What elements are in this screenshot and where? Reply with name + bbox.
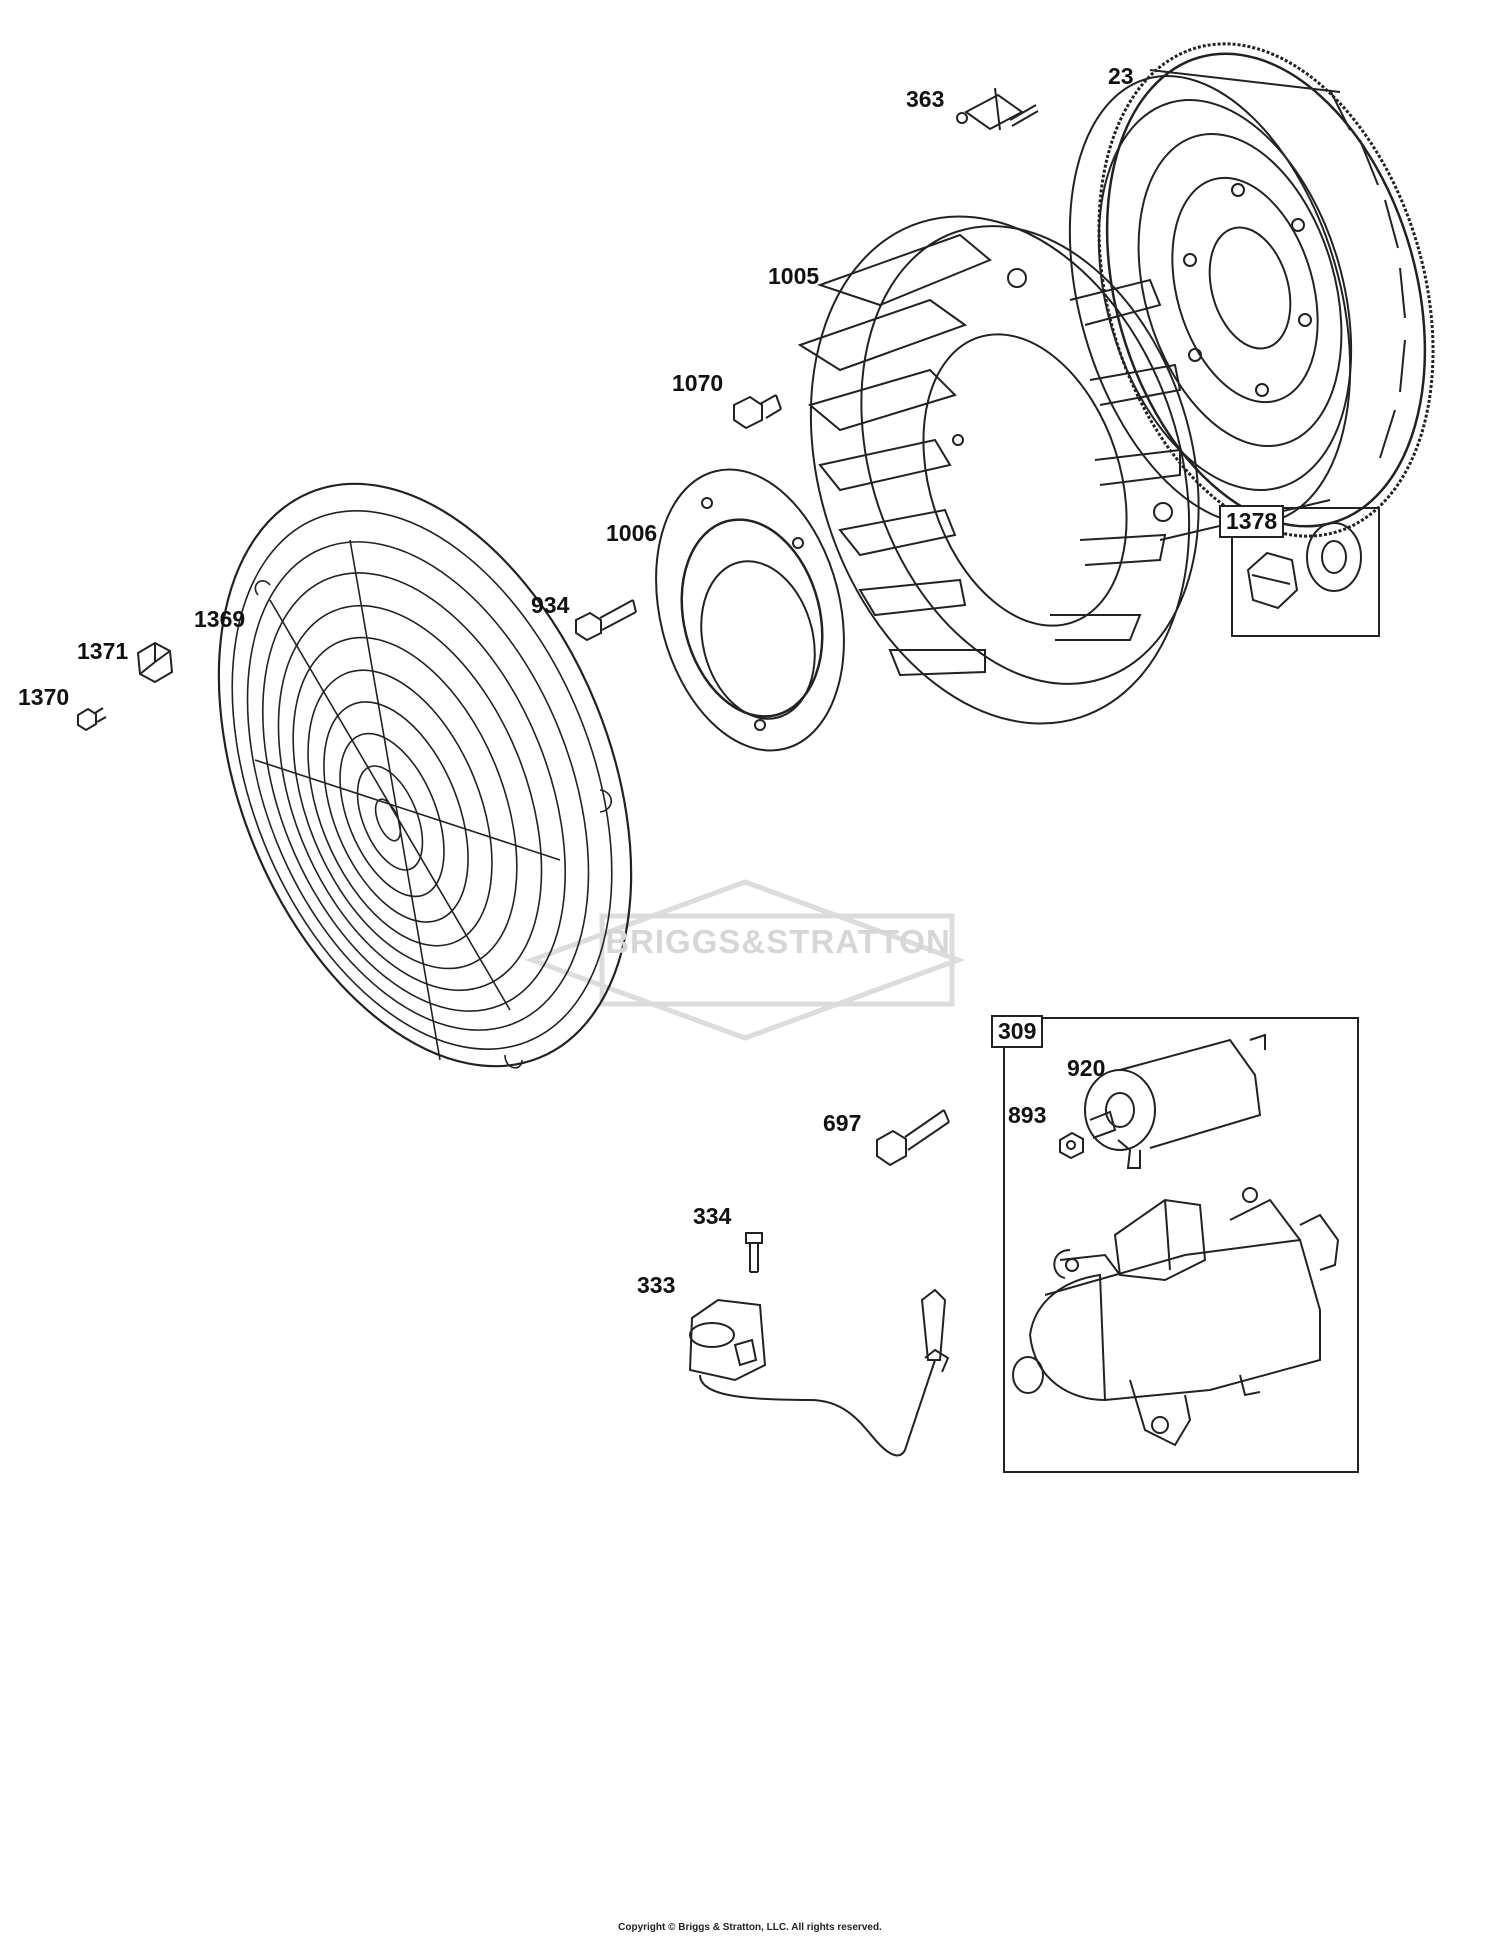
callout-934[interactable]: 934 [531,592,570,618]
kit-callout-309[interactable]: 309 [991,1015,1044,1048]
guard-screw [77,707,107,732]
solenoid-nut [1059,1131,1084,1160]
callout-1370[interactable]: 1370 [18,684,70,710]
callout-334[interactable]: 334 [693,1203,732,1229]
callout-363[interactable]: 363 [906,86,945,112]
cooling-fan [797,215,1200,725]
watermark-text: BRIGGS&STRATTON [605,923,951,960]
callout-1070[interactable]: 1070 [672,370,724,396]
wire-fan-guard [217,482,633,1069]
ignition-armature [688,1288,950,1457]
callout-1371[interactable]: 1371 [77,638,129,664]
retainer-bolt [575,599,637,642]
kit-callout-1378[interactable]: 1378 [1219,505,1285,538]
brand-watermark-logo [524,879,966,1041]
callout-893[interactable]: 893 [1008,1102,1047,1128]
starter-solenoid [1084,1033,1266,1169]
callout-697[interactable]: 697 [823,1110,862,1136]
callout-1005[interactable]: 1005 [768,263,820,289]
kit-309-box [1003,1017,1359,1473]
ignition-screw [745,1232,763,1273]
callout-23[interactable]: 23 [1108,63,1134,89]
starter-bolt [876,1109,950,1167]
screen-retainer [655,468,845,752]
callout-920[interactable]: 920 [1067,1055,1106,1081]
callout-1369[interactable]: 1369 [194,606,246,632]
fan-bolt [733,394,782,430]
copyright-notice: Copyright © Briggs & Stratton, LLC. All … [618,1922,882,1933]
starter-motor [1012,1187,1340,1447]
flywheel [1068,42,1435,541]
callout-1006[interactable]: 1006 [606,520,658,546]
kit-1378-box [1231,507,1380,637]
bracket-assembly [956,87,1039,131]
callout-333[interactable]: 333 [637,1272,676,1298]
spacer-nut [136,641,174,684]
